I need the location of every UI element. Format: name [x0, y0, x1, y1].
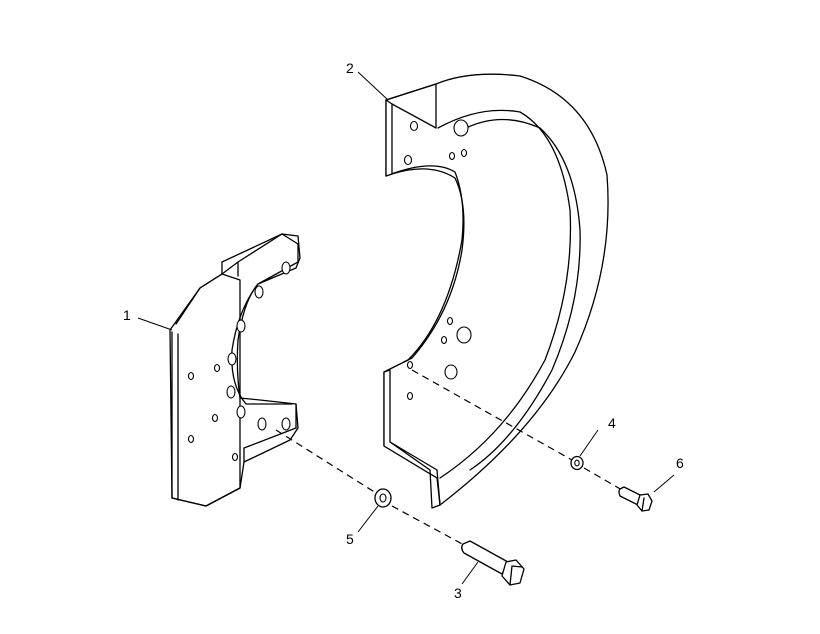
part-2-hole — [406, 391, 414, 401]
part-1-hole — [231, 452, 239, 462]
callout-4: 4 — [608, 415, 616, 431]
callout-5: 5 — [346, 531, 354, 547]
assembly-line-lower-2 — [391, 505, 467, 547]
part-1-front-plate — [169, 233, 301, 507]
leader-5 — [357, 505, 379, 533]
callout-1: 1 — [123, 307, 131, 323]
part-2-hole — [448, 151, 456, 161]
part-1-top-arm — [221, 233, 299, 285]
leader-4 — [579, 429, 599, 457]
part-1-hole — [257, 417, 267, 431]
part-4-washer — [570, 455, 584, 471]
callout-6: 6 — [676, 455, 684, 471]
part-2-hole — [456, 326, 472, 344]
part-6-bolt — [618, 486, 653, 512]
part-2-hole — [460, 148, 468, 158]
leader-1 — [137, 317, 173, 331]
part-1-hole — [236, 405, 246, 419]
leader-3 — [461, 561, 479, 585]
part-1-plate-bracket — [169, 233, 301, 507]
part-3-bolt — [461, 540, 525, 586]
part-1-hole — [281, 261, 291, 275]
part-1-bottom-arm — [243, 403, 297, 463]
part-1-hole — [226, 385, 236, 399]
leader-6 — [653, 474, 675, 493]
part-1-inner-cut — [231, 283, 293, 405]
part-2-hole — [446, 316, 454, 326]
callout-3: 3 — [454, 585, 462, 601]
part-2-hole — [440, 335, 448, 345]
part-1-hole — [227, 352, 237, 366]
part-2-bottom-flange-edge — [389, 441, 441, 506]
part-2-hole — [453, 119, 469, 137]
part-2-outer-shell — [383, 73, 609, 506]
assembly-line-lower — [275, 429, 377, 494]
part-2-inner-curve-1 — [437, 109, 572, 479]
part-2-hole — [406, 360, 414, 370]
part-2-top-flange — [385, 99, 393, 177]
part-2-top-notch — [385, 83, 437, 129]
part-2-bottom-flange — [383, 369, 441, 509]
part-2-inner-curve-2 — [461, 118, 581, 471]
part-1-hole — [254, 285, 264, 299]
part-2-hole — [409, 120, 419, 132]
part-1-hole — [187, 434, 195, 444]
part-2-curved-bracket — [383, 73, 609, 509]
part-1-hole — [236, 319, 246, 333]
part-1-hole — [187, 371, 195, 381]
part-2-hole — [444, 364, 458, 380]
part-5-washer — [374, 488, 392, 508]
assembly-line-upper — [411, 369, 573, 461]
assembly-line-upper-2 — [583, 467, 623, 491]
part-2-hole — [403, 154, 413, 166]
leader-2 — [357, 71, 389, 101]
callout-2: 2 — [346, 60, 354, 76]
part-1-hole — [281, 417, 291, 431]
part-2-inner-cut — [391, 168, 465, 363]
part-1-hole — [211, 413, 219, 423]
part-1-hole — [213, 363, 221, 373]
